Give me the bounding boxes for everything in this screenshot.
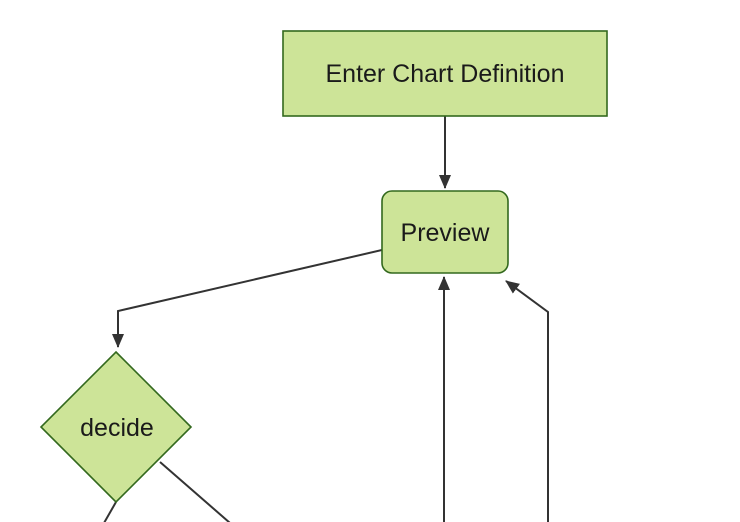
node-preview-label: Preview: [401, 219, 491, 247]
edge-offscreen-right-to-preview: [505, 280, 549, 522]
node-preview: Preview: [381, 190, 509, 274]
node-enter-chart-definition-shape: [282, 30, 608, 117]
node-enter-chart-definition-label: Enter Chart Definition: [325, 60, 564, 88]
node-decide: decide: [39, 350, 193, 504]
node-decide-label: decide: [80, 414, 154, 442]
node-enter-chart-definition: Enter Chart Definition: [282, 30, 608, 117]
edge-decide-to-offscreen-left: [103, 501, 117, 522]
edge-preview-to-decide: [112, 249, 383, 348]
edge-decide-to-offscreen-right: [159, 461, 231, 522]
node-preview-shape: [381, 190, 509, 274]
node-decide-shape: [39, 350, 193, 504]
